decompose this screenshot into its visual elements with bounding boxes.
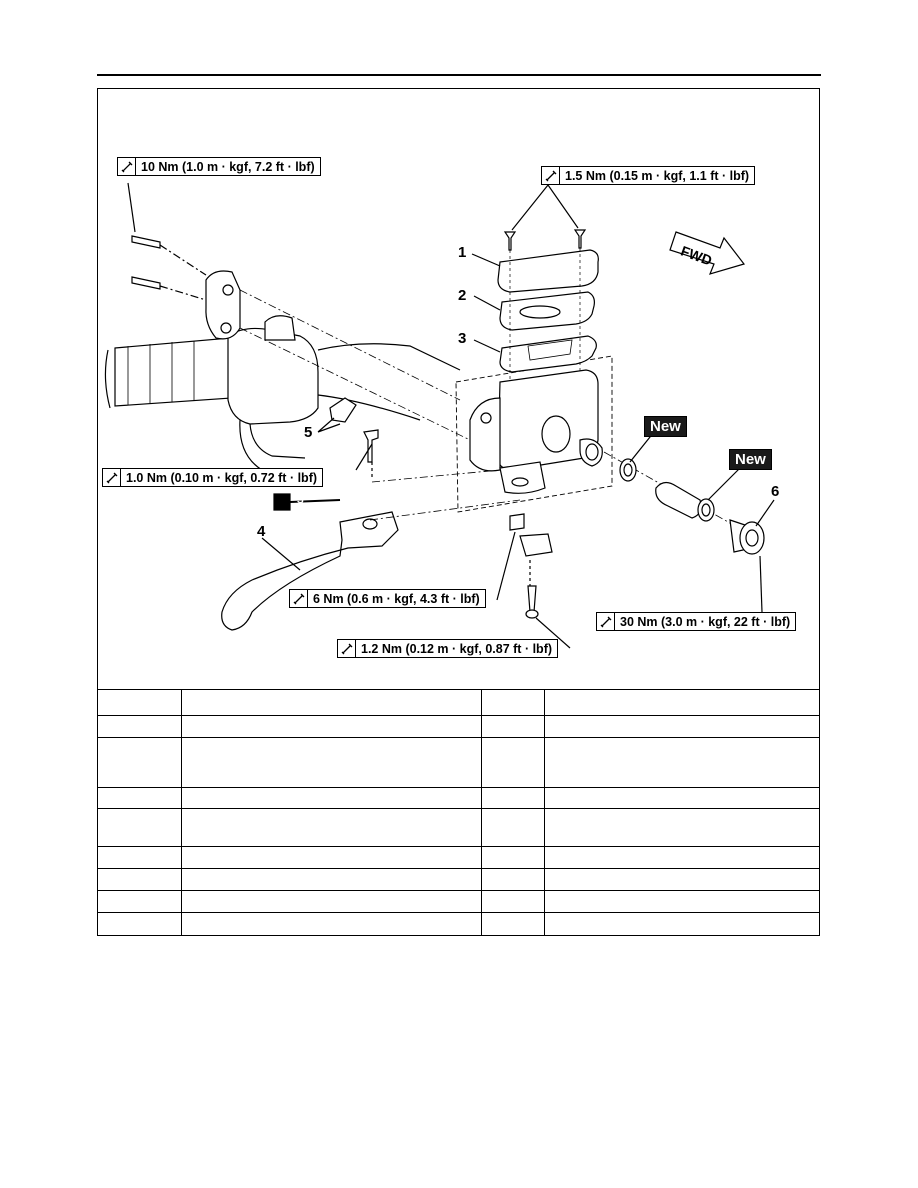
- new-part-badge: New: [729, 449, 772, 470]
- table-cell: [97, 846, 181, 869]
- table-cell: [97, 808, 181, 847]
- table-row: [97, 787, 820, 809]
- torque-label-lever-nut: 6 Nm (0.6 m · kgf, 4.3 ft · lbf): [289, 589, 486, 608]
- torque-label-union-bolt: 30 Nm (3.0 m · kgf, 22 ft · lbf): [596, 612, 797, 631]
- table-cell: [480, 737, 544, 788]
- table-cell: [180, 715, 481, 738]
- torque-wrench-icon: [103, 469, 121, 486]
- torque-label-switch-screw: 1.2 Nm (0.12 m · kgf, 0.87 ft · lbf): [337, 639, 559, 658]
- table-cell: [97, 890, 181, 913]
- table-cell: [543, 737, 820, 788]
- table-cell: [543, 846, 820, 869]
- table-cell: [543, 808, 820, 847]
- table-row: [97, 868, 820, 891]
- table-cell: [97, 737, 181, 788]
- table-cell: [180, 808, 481, 847]
- table-cell: [480, 890, 544, 913]
- torque-value: 30 Nm (3.0 m · kgf, 22 ft · lbf): [620, 614, 791, 629]
- table-cell: [480, 868, 544, 891]
- new-part-badge: New: [644, 416, 687, 437]
- callout-3: 3: [458, 330, 467, 347]
- table-cell: [543, 715, 820, 738]
- table-cell: [480, 912, 544, 935]
- torque-value: 6 Nm (0.6 m · kgf, 4.3 ft · lbf): [313, 591, 480, 606]
- table-cell: [97, 868, 181, 891]
- figure-frame: [97, 88, 820, 936]
- table-cell: [180, 787, 481, 809]
- torque-label-cap-screws: 1.5 Nm (0.15 m · kgf, 1.1 ft · lbf): [541, 166, 756, 185]
- callout-1: 1: [458, 244, 467, 261]
- table-cell: [180, 846, 481, 869]
- table-cell: [543, 890, 820, 913]
- torque-label-pivot-bolt: 1.0 Nm (0.10 m · kgf, 0.72 ft · lbf): [102, 468, 324, 487]
- table-cell: [480, 808, 544, 847]
- grease-symbol-letter: S: [297, 495, 304, 506]
- torque-label-holder-bolts: 10 Nm (1.0 m · kgf, 7.2 ft · lbf): [117, 157, 321, 176]
- callout-5: 5: [304, 424, 313, 441]
- table-cell: [543, 787, 820, 809]
- header-rule: [97, 74, 821, 76]
- torque-wrench-icon: [290, 590, 308, 607]
- torque-wrench-icon: [338, 640, 356, 657]
- table-cell: [180, 868, 481, 891]
- callout-4: 4: [257, 523, 266, 540]
- callout-6: 6: [771, 483, 780, 500]
- table-cell: [97, 715, 181, 738]
- torque-wrench-icon: [542, 167, 560, 184]
- table-cell: [543, 868, 820, 891]
- table-row: [97, 846, 820, 869]
- table-cell: [97, 689, 181, 716]
- table-row: [97, 912, 820, 935]
- table-cell: [543, 689, 820, 716]
- table-row: [97, 715, 820, 738]
- table-row: [97, 737, 820, 788]
- table-cell: [180, 737, 481, 788]
- torque-value: 10 Nm (1.0 m · kgf, 7.2 ft · lbf): [141, 159, 315, 174]
- table-cell: [480, 689, 544, 716]
- master-cylinder-exploded-diagram: S FWD: [104, 182, 775, 649]
- parts-table: [97, 689, 820, 935]
- table-row: [97, 808, 820, 847]
- torque-wrench-icon: [118, 158, 136, 175]
- table-cell: [97, 912, 181, 935]
- table-cell: [180, 912, 481, 935]
- table-cell: [480, 846, 544, 869]
- table-row: [97, 890, 820, 913]
- table-cell: [97, 787, 181, 809]
- torque-wrench-icon: [597, 613, 615, 630]
- table-row: [97, 689, 820, 716]
- table-cell: [480, 787, 544, 809]
- callout-2: 2: [458, 287, 467, 304]
- torque-value: 1.2 Nm (0.12 m · kgf, 0.87 ft · lbf): [361, 641, 553, 656]
- torque-value: 1.0 Nm (0.10 m · kgf, 0.72 ft · lbf): [126, 470, 318, 485]
- table-cell: [543, 912, 820, 935]
- table-cell: [180, 689, 481, 716]
- torque-value: 1.5 Nm (0.15 m · kgf, 1.1 ft · lbf): [565, 168, 750, 183]
- table-cell: [180, 890, 481, 913]
- table-cell: [480, 715, 544, 738]
